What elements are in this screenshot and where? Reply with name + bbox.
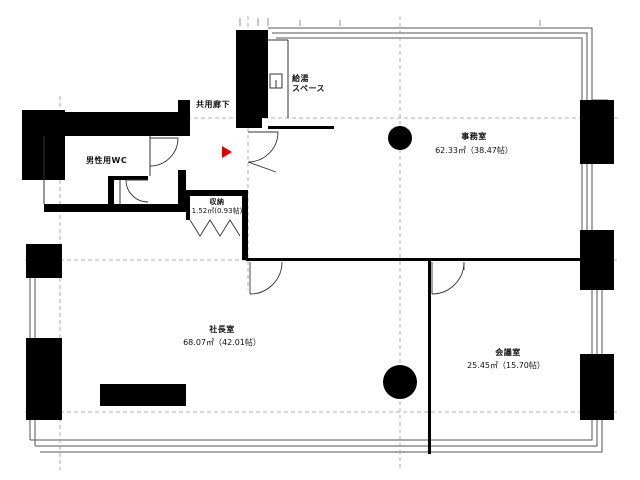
corridor-label: 共用廊下 [196, 100, 230, 109]
kitchen-label-line1: 給湯 [292, 74, 309, 83]
meeting-room-area: 25.45㎡（15.70帖） [467, 361, 545, 370]
thin-partitions [43, 39, 289, 204]
storage-area: 1.52㎡(0.93帖) [191, 207, 243, 215]
doors [125, 131, 465, 295]
meeting-room-name: 会議室 [495, 348, 521, 357]
exterior-frame [29, 27, 608, 453]
office-room-name: 事務室 [461, 132, 487, 141]
office-room-area: 62.33㎡（38.47帖） [435, 146, 513, 155]
kitchen-label-line2: スペース [292, 84, 326, 93]
ceo-room-area: 68.07㎡（42.01帖） [183, 338, 261, 347]
round-column-office [388, 126, 412, 150]
ceo-room-name: 社長室 [209, 325, 235, 334]
storage-name: 収納 [209, 198, 225, 206]
round-column-ceo [383, 365, 417, 399]
entrance-marker-icon [222, 146, 232, 158]
top-ticks [239, 18, 541, 26]
wc-label: 男性用WC [86, 156, 128, 165]
walls [22, 30, 614, 454]
